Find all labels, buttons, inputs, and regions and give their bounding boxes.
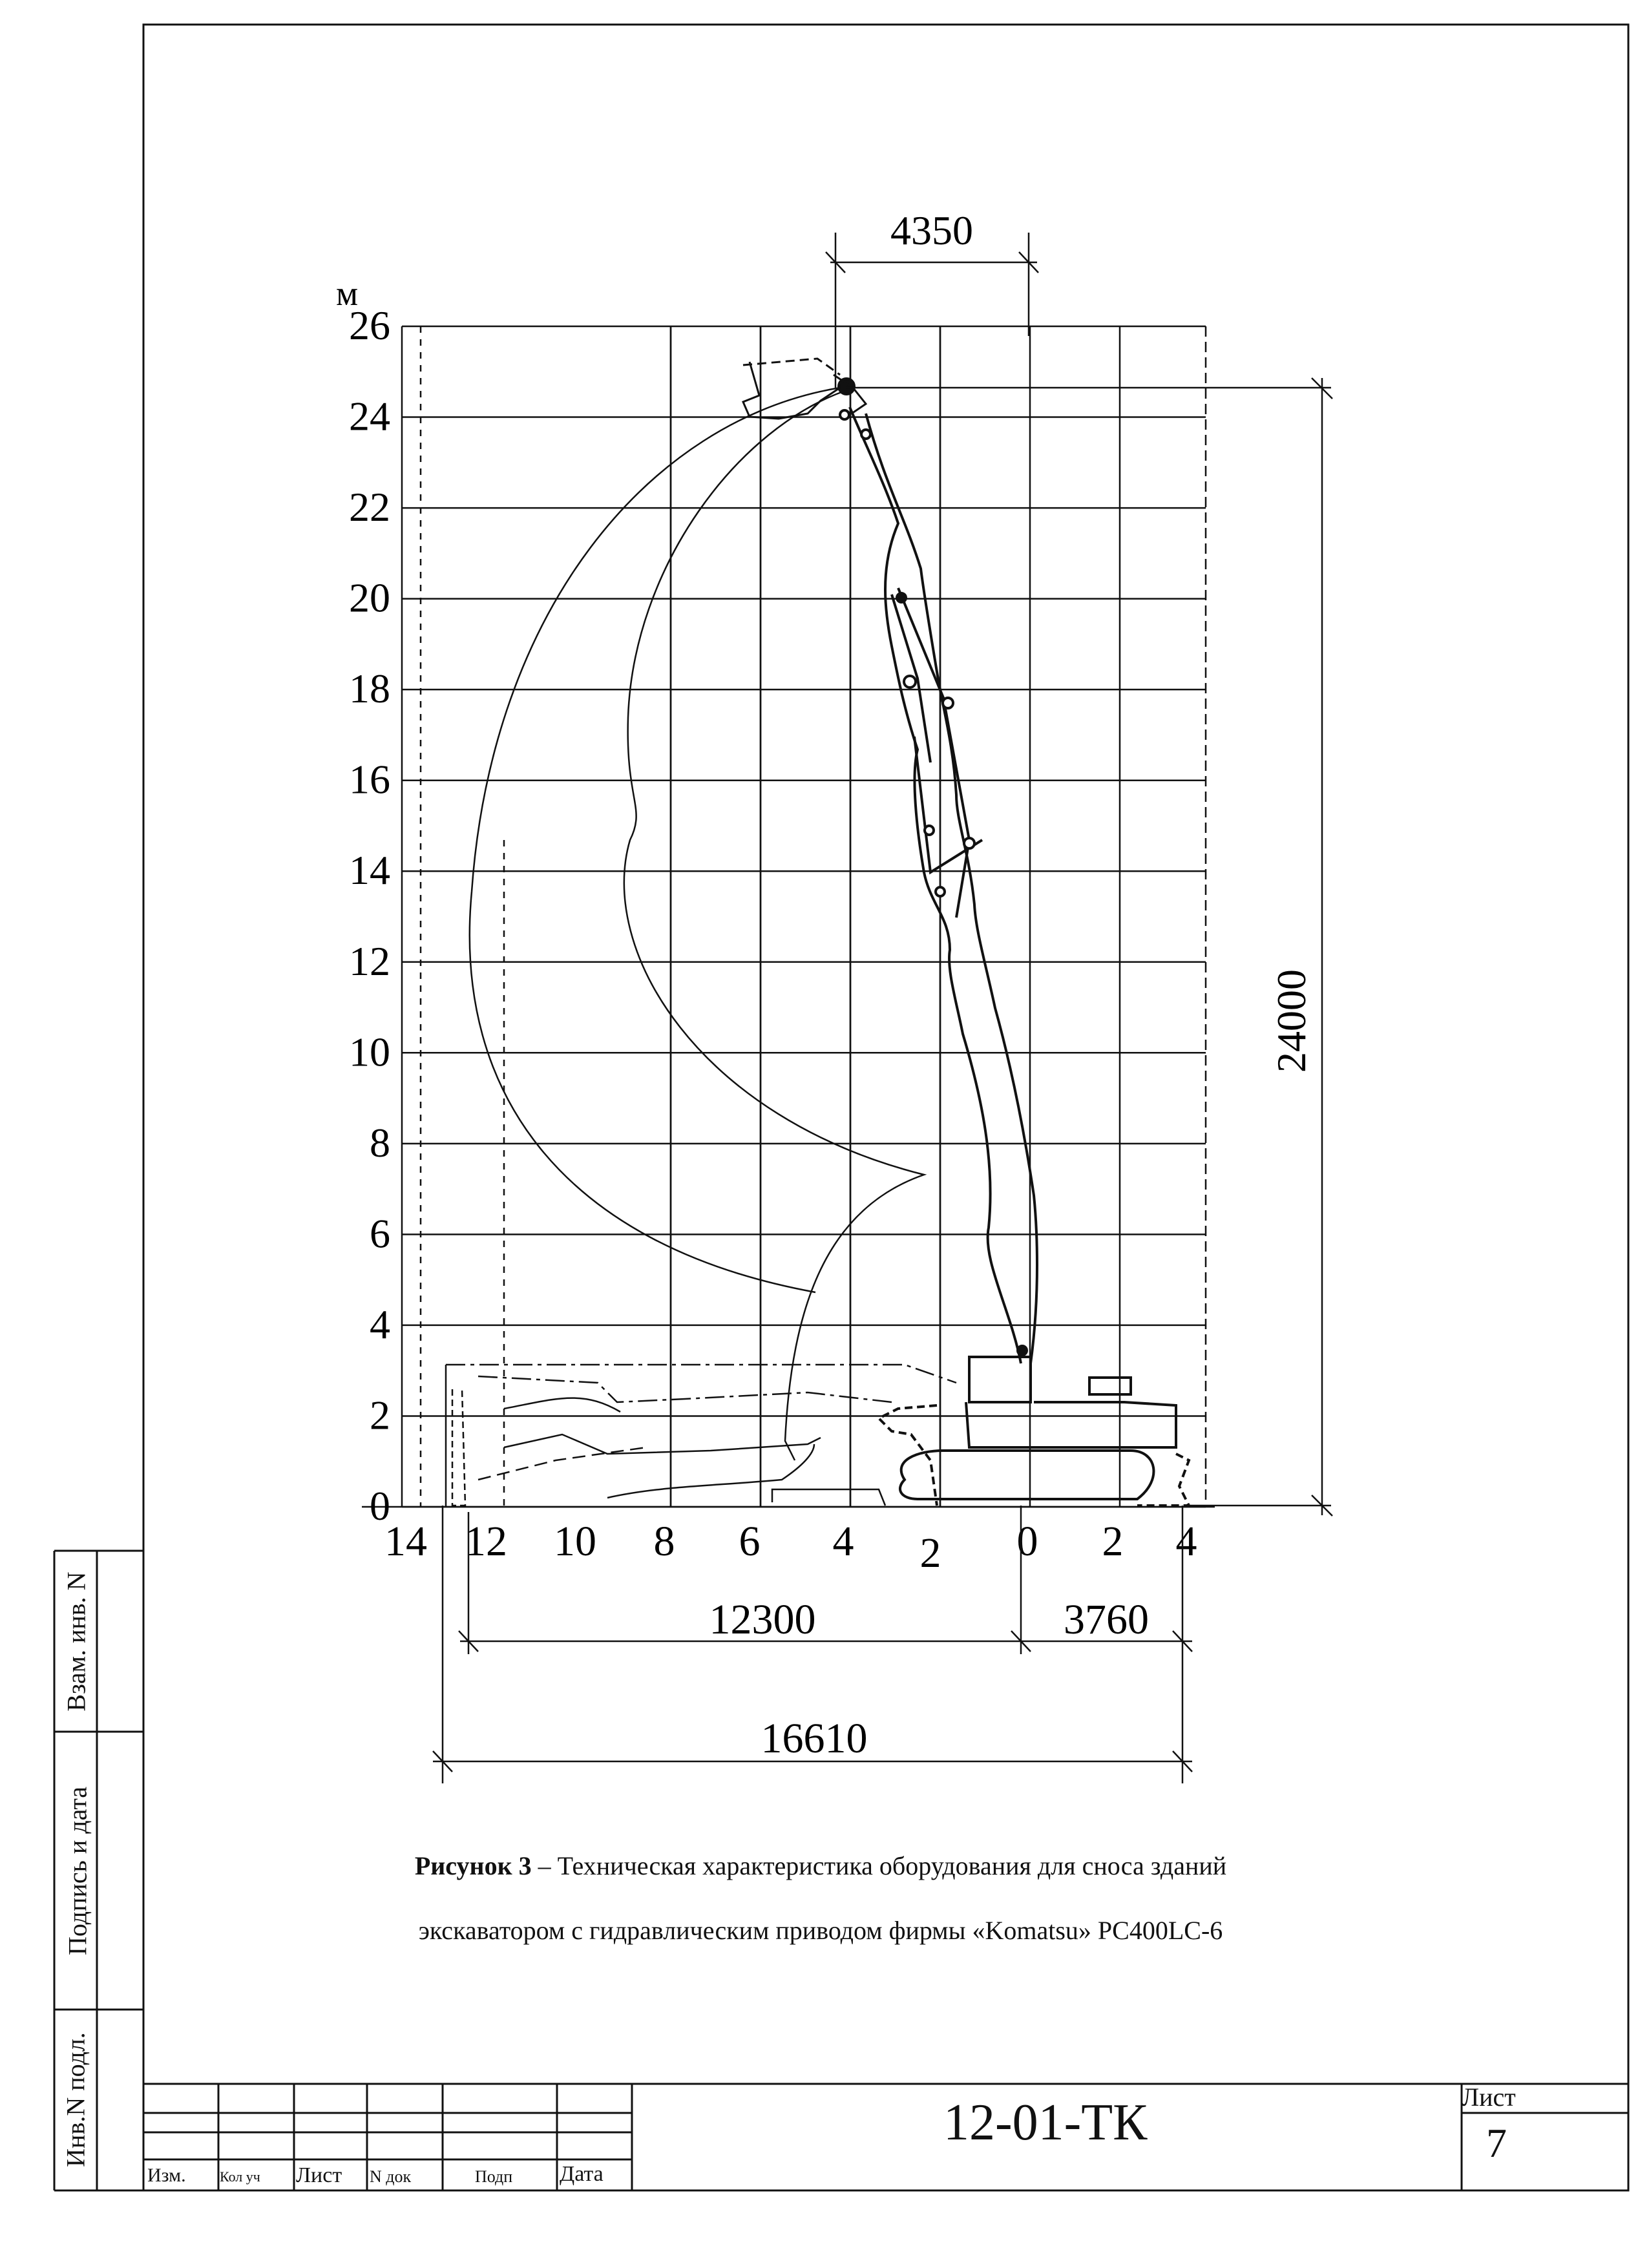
- x-tick-label: 2: [1102, 1518, 1124, 1565]
- y-tick-label: 18: [349, 666, 390, 711]
- x-axis-tick-labels: 14 12 10 8 6 4 2 0 2 4: [384, 1518, 1197, 1577]
- title-block: [143, 2083, 1628, 2190]
- document-code: 12-01-ТК: [943, 2094, 1148, 2151]
- figure-label: Рисунок 3: [414, 1851, 532, 1880]
- tb-header-kol-uch: Кол уч: [220, 2168, 260, 2185]
- x-tick-label: 14: [384, 1518, 427, 1565]
- y-tick-label: 2: [370, 1392, 390, 1438]
- y-tick-label: 12: [349, 938, 390, 984]
- sheet-number: 7: [1486, 2120, 1507, 2166]
- x-tick-label: 12: [465, 1518, 507, 1565]
- y-tick-label: 6: [370, 1210, 390, 1256]
- y-tick-label: 24: [349, 394, 390, 439]
- dimension-lines: [432, 233, 1333, 1783]
- x-tick-label: 0: [1017, 1518, 1038, 1565]
- y-tick-label: 14: [349, 847, 390, 893]
- low-working-position: [445, 1363, 957, 1507]
- tb-header-podp: Подп: [475, 2167, 513, 2186]
- excavator-body: [876, 1356, 1192, 1507]
- dim-front-reach: 12300: [709, 1596, 816, 1643]
- x-tick-label: 8: [654, 1518, 675, 1565]
- y-tick-label: 20: [349, 575, 390, 621]
- x-tick-label: 2: [920, 1529, 941, 1577]
- x-tick-label: 4: [833, 1518, 854, 1565]
- figure-caption-text-1: – Техническая характеристика оборудовани…: [531, 1851, 1227, 1880]
- y-axis-unit-label: м: [336, 274, 358, 313]
- y-tick-label: 16: [349, 757, 390, 803]
- sheet-frame: [142, 23, 1630, 2192]
- stamp-inv-no: Инв.N подл.: [61, 2032, 90, 2167]
- stamp-signature-date: Подпись и дата: [63, 1786, 92, 1956]
- y-tick-label: 26: [349, 302, 390, 348]
- reach-envelope: [468, 386, 927, 1461]
- dim-rear-length: 3760: [1064, 1596, 1149, 1643]
- y-tick-label: 0: [370, 1483, 390, 1529]
- side-stamp: [53, 1549, 143, 2192]
- chart-grid: [362, 325, 1215, 1508]
- sheet-label: Лист: [1462, 2083, 1516, 2112]
- x-tick-label: 10: [554, 1518, 596, 1565]
- crusher-attachment: [742, 357, 868, 420]
- dim-overall-length: 16610: [761, 1715, 868, 1762]
- y-tick-label: 22: [349, 484, 390, 530]
- x-tick-label: 4: [1176, 1518, 1197, 1565]
- y-tick-label: 8: [370, 1120, 390, 1166]
- x-tick-label: 6: [739, 1518, 761, 1565]
- tb-header-n-dok: N док: [370, 2167, 412, 2186]
- dim-top-width: 4350: [890, 207, 973, 253]
- y-tick-label: 4: [370, 1301, 390, 1347]
- y-tick-label: 10: [349, 1029, 390, 1075]
- demolition-boom: [837, 377, 1038, 1364]
- figure-caption-line-2: экскаватором с гидравлическим приводом ф…: [418, 1916, 1223, 1945]
- tb-header-list: Лист: [296, 2163, 342, 2187]
- figure-caption-line-1: Рисунок 3 – Техническая характеристика о…: [271, 1853, 1370, 1879]
- tb-header-izm: Изм.: [147, 2165, 186, 2186]
- tb-header-data: Дата: [560, 2162, 604, 2186]
- dim-height: 24000: [1268, 969, 1314, 1073]
- stamp-replace-inv: Взам. инв. N: [61, 1571, 91, 1712]
